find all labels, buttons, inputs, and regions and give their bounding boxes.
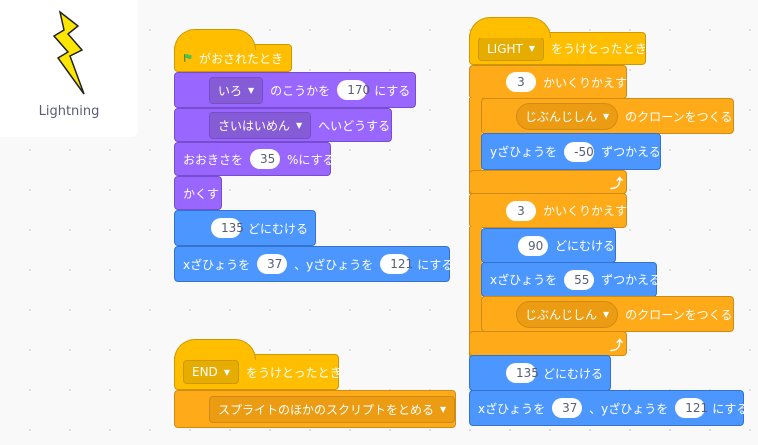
caret-down-icon: ▼: [528, 44, 536, 53]
when-receive-light-block[interactable]: LIGHT ▼ をうけとったとき: [469, 17, 647, 65]
dropdown-value: じぶんじしん: [525, 109, 598, 124]
size-input[interactable]: 35: [250, 149, 281, 169]
block-text: のこうかを: [270, 83, 331, 98]
point-direction-block[interactable]: 90 どにむける: [481, 228, 616, 263]
direction-input[interactable]: 90: [518, 235, 548, 256]
caret-down-icon: ▼: [223, 367, 230, 377]
sprite-name: Lightning: [38, 104, 100, 119]
direction-input[interactable]: 135: [211, 218, 244, 238]
block-text: どにむける: [543, 366, 604, 381]
message-dropdown[interactable]: LIGHT ▼: [478, 36, 545, 61]
block-text: どにむける: [555, 239, 616, 253]
block-text: おおきさを: [183, 152, 244, 167]
dropdown-value: さいはいめん: [218, 118, 291, 133]
block-text: にする: [712, 401, 749, 416]
set-effect-block[interactable]: いろ ▼ のこうかを 170 にする: [174, 72, 416, 108]
when-flag-clicked-block[interactable]: がおされたとき: [174, 29, 292, 72]
block-text: にする: [417, 257, 454, 272]
repeat-block[interactable]: 3 かいくりかえす: [469, 65, 627, 99]
repeat-end: ⤴: [469, 331, 627, 356]
block-text: xざひょうを: [490, 273, 558, 287]
loop-arrow-icon: ⤴: [610, 339, 624, 354]
y-change-input[interactable]: -50: [564, 141, 595, 162]
layer-dropdown[interactable]: さいはいめん ▼: [209, 111, 312, 139]
dropdown-value: スプライトのほかのスクリプトをとめる: [218, 402, 435, 417]
x-change-input[interactable]: 55: [564, 269, 595, 290]
block-text: のクローンをつくる: [625, 109, 733, 124]
dropdown-value: じぶんじしん: [525, 307, 598, 322]
direction-input[interactable]: 135: [506, 363, 539, 383]
x-input[interactable]: 37: [552, 398, 583, 418]
caret-down-icon: ▼: [603, 111, 610, 121]
block-text: がおされたとき: [198, 51, 283, 66]
repeat-arm: [469, 227, 482, 357]
when-receive-end-block[interactable]: END ▼ をうけとったとき: [174, 339, 342, 390]
go-to-xy-block[interactable]: xざひょうを 37 、yざひょうを 121 にする: [469, 390, 748, 426]
repeat-end: ⤴: [469, 170, 627, 194]
block-text: xざひょうを: [478, 401, 546, 416]
repeat-count-input[interactable]: 3: [506, 200, 536, 221]
loop-arrow-icon: ⤴: [610, 177, 624, 192]
green-flag-icon: [184, 54, 192, 62]
effect-dropdown[interactable]: いろ ▼: [209, 76, 264, 104]
block-text: ずつかえる: [601, 273, 661, 287]
create-clone-block[interactable]: じぶんじしん ▼ のクローンをつくる: [481, 98, 734, 134]
block-text: ずつかえる: [601, 145, 661, 159]
block-text: 、yざひょうを: [294, 257, 374, 272]
clone-dropdown[interactable]: じぶんじしん ▼: [516, 300, 619, 328]
caret-down-icon: ▼: [603, 309, 610, 319]
block-text: xざひょうを: [183, 257, 251, 272]
repeat-count-input[interactable]: 3: [506, 72, 536, 92]
dropdown-value: いろ: [218, 83, 243, 98]
go-to-layer-block[interactable]: さいはいめん ▼ へいどうする: [174, 108, 392, 142]
set-size-block[interactable]: おおきさを 35 %にする: [174, 142, 335, 176]
sprite-tile[interactable]: Lightning: [0, 0, 138, 137]
clone-dropdown[interactable]: じぶんじしん ▼: [516, 102, 619, 130]
point-direction-block[interactable]: 135 どにむける: [174, 210, 316, 246]
message-dropdown[interactable]: END ▼: [183, 360, 239, 384]
point-direction-block[interactable]: 135 どにむける: [469, 355, 611, 391]
block-text: のクローンをつくる: [625, 307, 733, 322]
block-text: をうけとったとき: [551, 42, 647, 56]
hide-block[interactable]: かくす: [174, 176, 222, 210]
block-text: 、yざひょうを: [589, 401, 669, 416]
caret-down-icon: ▼: [248, 85, 255, 95]
y-input[interactable]: 121: [675, 398, 708, 418]
block-text: にする: [374, 83, 411, 98]
x-input[interactable]: 37: [257, 254, 288, 274]
change-y-block[interactable]: yざひょうを -50 ずつかえる: [481, 133, 661, 170]
repeat-block[interactable]: 3 かいくりかえす: [469, 193, 627, 228]
block-text: をうけとったとき: [245, 365, 342, 380]
dropdown-value: LIGHT: [487, 41, 523, 56]
stop-dropdown[interactable]: スプライトのほかのスクリプトをとめる ▼: [209, 395, 456, 423]
lightning-icon: [52, 10, 85, 95]
caret-down-icon: ▼: [296, 120, 303, 130]
stop-block[interactable]: スプライトのほかのスクリプトをとめる ▼: [174, 390, 456, 428]
block-text: yざひょうを: [490, 145, 558, 159]
caret-down-icon: ▼: [440, 404, 447, 414]
block-text: かくす: [183, 186, 220, 201]
block-text: %にする: [287, 152, 335, 167]
block-text: かいくりかえす: [543, 75, 628, 90]
block-text: どにむける: [248, 221, 309, 236]
effect-value-input[interactable]: 170: [337, 80, 370, 100]
block-text: かいくりかえす: [543, 204, 628, 218]
dropdown-value: END: [192, 365, 218, 379]
go-to-xy-block[interactable]: xざひょうを 37 、yざひょうを 121 にする: [174, 246, 454, 282]
create-clone-block[interactable]: じぶんじしん ▼ のクローンをつくる: [481, 296, 734, 332]
y-input[interactable]: 121: [380, 254, 413, 274]
block-text: へいどうする: [318, 118, 391, 133]
change-x-block[interactable]: xざひょうを 55 ずつかえる: [481, 262, 661, 297]
